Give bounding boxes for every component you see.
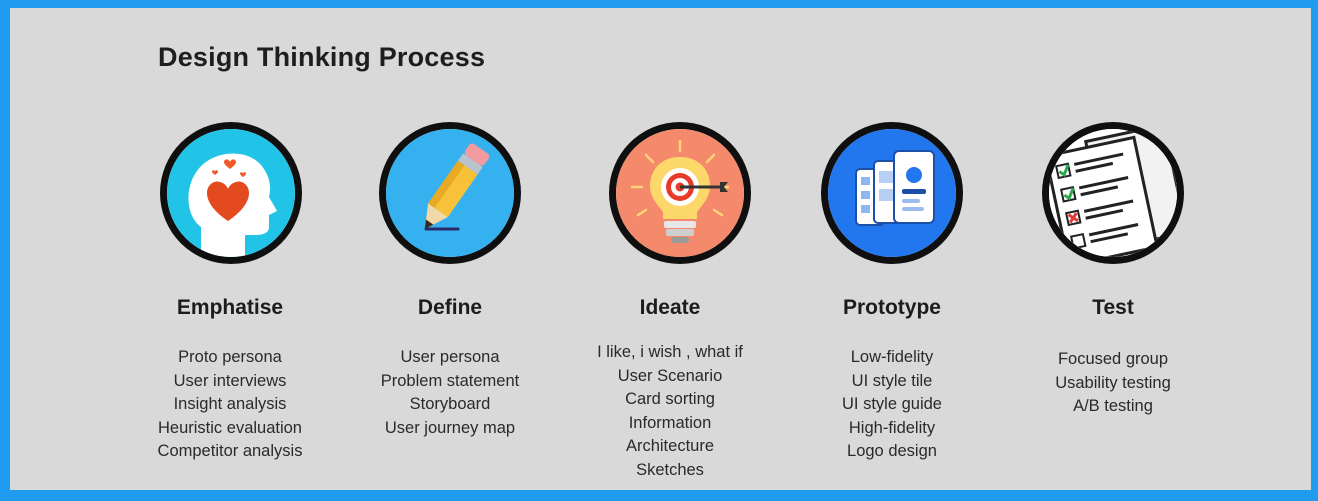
list-item: User journey map [384,418,516,437]
diagram-title: Design Thinking Process [158,42,486,72]
diagram-panel: Design Thinking Process Emphatise Proto … [10,8,1311,490]
stage-prototype-items: Low-fidelity UI style tile UI style guid… [772,346,1012,464]
wireframe-screens-icon [828,129,956,257]
list-item: Storyboard [409,395,491,414]
list-item: Sketches [636,460,704,479]
list-item: UI style tile [851,371,933,390]
list-item: User persona [400,348,500,366]
stage-ideate-badge [609,122,751,264]
list-item: Proto persona [178,348,282,366]
list-item: Insight analysis [173,395,287,414]
list-item: UI style guide [842,395,942,414]
stage-emphatise-badge [160,122,302,264]
list-item: A/B testing [1073,397,1153,416]
lightbulb-target-icon [616,129,744,257]
stage-define-badge [379,122,521,264]
stage-test-items: Focused group Usability testing A/B test… [993,348,1233,419]
stage-prototype-badge [821,122,963,264]
list-item: Card sorting [625,390,715,409]
list-item: User Scenario [617,366,723,385]
head-heart-icon [167,129,295,257]
stage-emphatise-items: Proto persona User interviews Insight an… [110,346,350,464]
list-item: Information [628,413,712,432]
stage-define-items: User persona Problem statement Storyboar… [330,346,570,440]
list-item: High-fidelity [848,418,936,437]
list-item: Competitor analysis [157,442,303,461]
stage-prototype-name: Prototype [842,296,941,319]
checklist-icon [1049,129,1177,257]
stage-define-name: Define [417,296,483,319]
list-item: Problem statement [380,371,520,390]
list-item: I like, i wish , what if [597,343,743,361]
stage-test-name: Test [1092,296,1134,319]
list-item: Architecture [625,437,715,456]
stage-emphatise-name: Emphatise [176,296,284,319]
list-item: Heuristic evaluation [158,418,302,437]
list-item: Focused group [1057,350,1169,368]
list-item: User interviews [173,371,287,390]
stage-ideate-items: I like, i wish , what if User Scenario C… [550,341,790,483]
stage-ideate-name: Ideate [639,296,701,319]
stage-test-badge [1042,122,1184,264]
list-item: Logo design [847,442,937,461]
list-item: Usability testing [1055,373,1171,392]
pencil-icon [386,129,514,257]
list-item: Low-fidelity [850,348,934,366]
